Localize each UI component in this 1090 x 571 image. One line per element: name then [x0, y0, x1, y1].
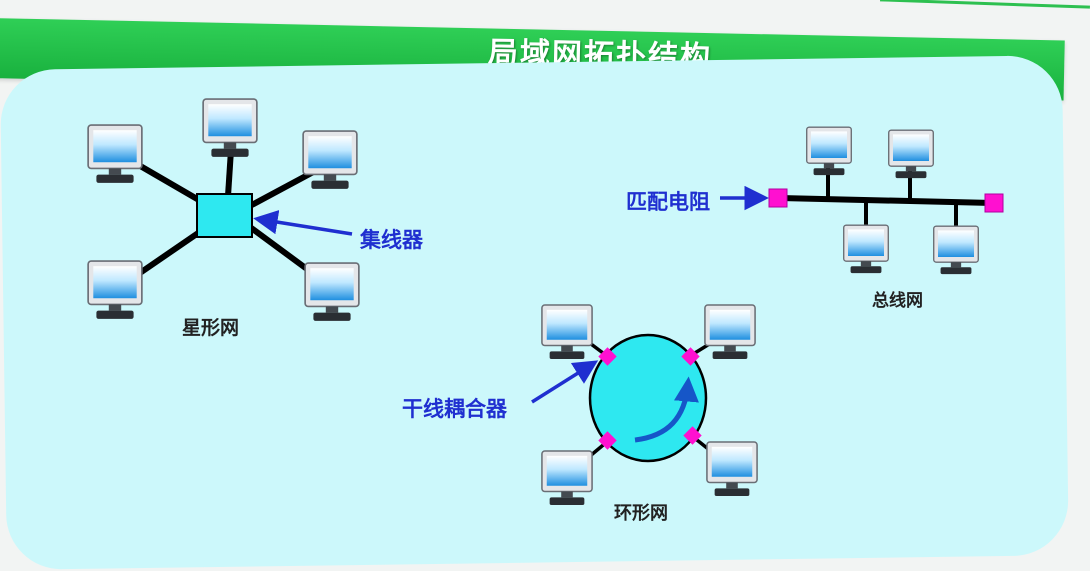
- coupler-diamond-icon: [598, 347, 617, 366]
- coupler-diamond-icon: [683, 426, 702, 445]
- hub-callout-arrow: [253, 209, 353, 236]
- terminator-icon: [768, 188, 788, 208]
- computer-icon: [202, 98, 258, 158]
- computer-icon: [87, 260, 143, 320]
- star-link: [225, 149, 234, 197]
- computer-icon: [843, 224, 889, 274]
- coupler-label: 干线耦合器: [402, 397, 507, 421]
- rotation-arrow-icon: [634, 376, 699, 443]
- bus-network: [720, 126, 1004, 275]
- hub-square-icon: [196, 193, 253, 238]
- computer-icon: [933, 225, 979, 275]
- computer-icon: [87, 124, 143, 184]
- terminator-label: 匹配电阻: [626, 190, 710, 214]
- coupler-diamond-icon: [681, 347, 700, 366]
- coupler-diamond-icon: [598, 431, 617, 450]
- terminator-icon: [984, 193, 1004, 213]
- computer-icon: [541, 304, 593, 360]
- computer-icon: [304, 262, 360, 322]
- hub-label: 集线器: [360, 228, 423, 252]
- ring-circle: [588, 333, 708, 463]
- computer-icon: [806, 126, 852, 176]
- star-network: [87, 98, 360, 322]
- computer-icon: [888, 129, 934, 179]
- ring-network: [531, 304, 758, 506]
- star-caption: 星形网: [182, 317, 240, 339]
- bus-caption: 总线网: [872, 291, 923, 311]
- computer-icon: [302, 130, 358, 190]
- computer-icon: [704, 304, 756, 360]
- ring-caption: 环形网: [614, 503, 668, 524]
- bus-trunk: [779, 195, 994, 206]
- coupler-callout-arrow: [531, 360, 599, 404]
- computer-icon: [706, 441, 758, 497]
- computer-icon: [541, 450, 593, 506]
